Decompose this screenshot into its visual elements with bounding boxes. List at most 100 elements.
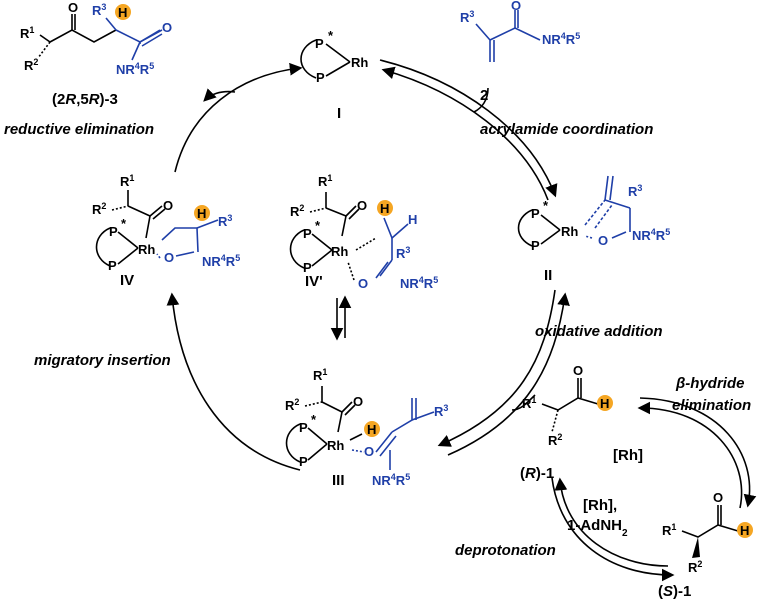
svg-text:R2: R2: [290, 203, 304, 219]
svg-text:R3: R3: [218, 213, 232, 229]
svg-text:R2: R2: [688, 559, 702, 575]
arrow-to-product: [203, 88, 236, 102]
svg-text:R1: R1: [662, 522, 676, 538]
reagent-amine: 1-AdNH2: [567, 517, 628, 539]
label-complex-IV: IV: [120, 272, 134, 289]
step-deprotonation: deprotonation: [455, 542, 556, 559]
label-complex-III: III: [332, 472, 345, 489]
svg-text:P: P: [299, 454, 308, 469]
step-elimination: elimination: [672, 397, 751, 414]
svg-text:H: H: [380, 201, 389, 216]
svg-text:P: P: [299, 420, 308, 435]
svg-text:O: O: [358, 276, 368, 291]
svg-text:H: H: [367, 422, 376, 437]
svg-text:H: H: [740, 523, 749, 538]
highlight-H-R1: [597, 395, 613, 411]
acrylamide-2-structure: R3 O NR4R5: [460, 0, 580, 62]
svg-text:NR4R5: NR4R5: [542, 31, 580, 47]
step-migratory-insertion: migratory insertion: [34, 352, 171, 369]
svg-text:R1: R1: [20, 25, 34, 41]
svg-text:*: *: [311, 412, 317, 427]
arrow-aldehyde-in: [511, 394, 536, 411]
svg-text:NR4R5: NR4R5: [116, 61, 154, 77]
label-product-3: (2R,5R)-3: [52, 91, 118, 108]
arrow-II-to-III: [437, 289, 556, 447]
arrow-III-to-II: [447, 292, 570, 456]
complex-III-structure: R1 R2 O P * P Rh H O R3 NR4R5: [285, 367, 448, 488]
svg-text:H: H: [197, 206, 206, 221]
svg-text:Rh: Rh: [561, 224, 578, 239]
svg-text:P: P: [531, 238, 540, 253]
svg-text:R2: R2: [24, 57, 38, 73]
svg-text:Rh: Rh: [331, 244, 348, 259]
svg-text:P: P: [531, 206, 540, 221]
label-acrylamide-2: 2: [480, 87, 488, 104]
label-aldehyde-S: (S)-1: [658, 583, 691, 600]
highlight-H-S1: [737, 522, 753, 538]
svg-text:O: O: [163, 198, 173, 213]
svg-text:P: P: [303, 226, 312, 241]
svg-text:O: O: [511, 0, 521, 13]
svg-text:O: O: [162, 20, 172, 35]
svg-text:P: P: [109, 224, 118, 239]
arrow-acrylamide-in: [473, 87, 489, 113]
highlight-H-IV: [194, 205, 210, 221]
svg-text:NR4R5: NR4R5: [400, 275, 438, 291]
rh-catalyst: Rh: [351, 55, 368, 70]
svg-text:R3: R3: [434, 403, 448, 419]
atom-H: H: [118, 5, 127, 20]
svg-text:O: O: [164, 250, 174, 265]
svg-text:P: P: [303, 260, 312, 275]
svg-text:NR4R5: NR4R5: [632, 227, 670, 243]
label-catalyst-I: I: [337, 105, 341, 122]
svg-text:P: P: [316, 70, 325, 85]
svg-text:O: O: [364, 444, 374, 459]
highlight-H-IVprime: [377, 200, 393, 216]
svg-text:R3: R3: [628, 183, 642, 199]
catalyst-I-structure: P * P Rh: [300, 28, 368, 85]
highlight-H-product: [115, 4, 131, 20]
svg-text:Rh: Rh: [327, 438, 344, 453]
arrow-II-to-I: [381, 66, 549, 201]
svg-text:O: O: [353, 394, 363, 409]
arrow-beta-down: [639, 397, 757, 508]
svg-text:R3: R3: [92, 2, 106, 18]
arrow-I-to-II: [379, 59, 558, 198]
svg-text:R2: R2: [285, 397, 299, 413]
reagent-rh-comma: [Rh],: [583, 497, 617, 514]
label-complex-II: II: [544, 267, 552, 284]
complex-II-structure: P * P Rh R3 O NR4R5: [517, 175, 670, 253]
svg-text:P: P: [108, 258, 117, 273]
label-complex-IVprime: IV': [305, 273, 323, 290]
step-reductive-elimination: reductive elimination: [4, 121, 154, 138]
svg-text:R2: R2: [92, 201, 106, 217]
svg-text:Rh: Rh: [138, 242, 155, 257]
arrow-S-to-R: [554, 477, 669, 567]
svg-text:*: *: [315, 218, 321, 233]
step-acrylamide-coordination: acrylamide coordination: [480, 121, 653, 138]
svg-text:R1: R1: [522, 395, 536, 411]
svg-text:O: O: [598, 233, 608, 248]
arrow-to-catalyst: [174, 62, 303, 173]
svg-text:NR4R5: NR4R5: [372, 472, 410, 488]
arrow-III-to-IV: [166, 292, 301, 471]
svg-text:*: *: [328, 28, 334, 43]
product-structure: R1 R2 O H R3 O NR4R5: [20, 0, 172, 77]
svg-text:R2: R2: [548, 432, 562, 448]
svg-text:R3: R3: [396, 245, 410, 261]
aldehyde-S-structure: R1 O R2 H: [662, 490, 753, 575]
svg-text:P: P: [315, 36, 324, 51]
arrow-beta-up: [637, 401, 743, 509]
aldehyde-R-structure: R1 O R2 H: [522, 363, 613, 448]
svg-text:*: *: [121, 216, 127, 231]
svg-text:R1: R1: [318, 173, 332, 189]
svg-text:O: O: [713, 490, 723, 505]
svg-text:R1: R1: [120, 173, 134, 189]
svg-text:*: *: [543, 198, 549, 213]
svg-text:R1: R1: [313, 367, 327, 383]
svg-text:O: O: [573, 363, 583, 378]
step-oxidative-addition: oxidative addition: [535, 323, 663, 340]
complex-IVprime-structure: R1 R2 O P * P Rh H H R3 O NR4R5: [289, 173, 438, 291]
step-beta-hydride: β-hydride: [675, 375, 744, 392]
